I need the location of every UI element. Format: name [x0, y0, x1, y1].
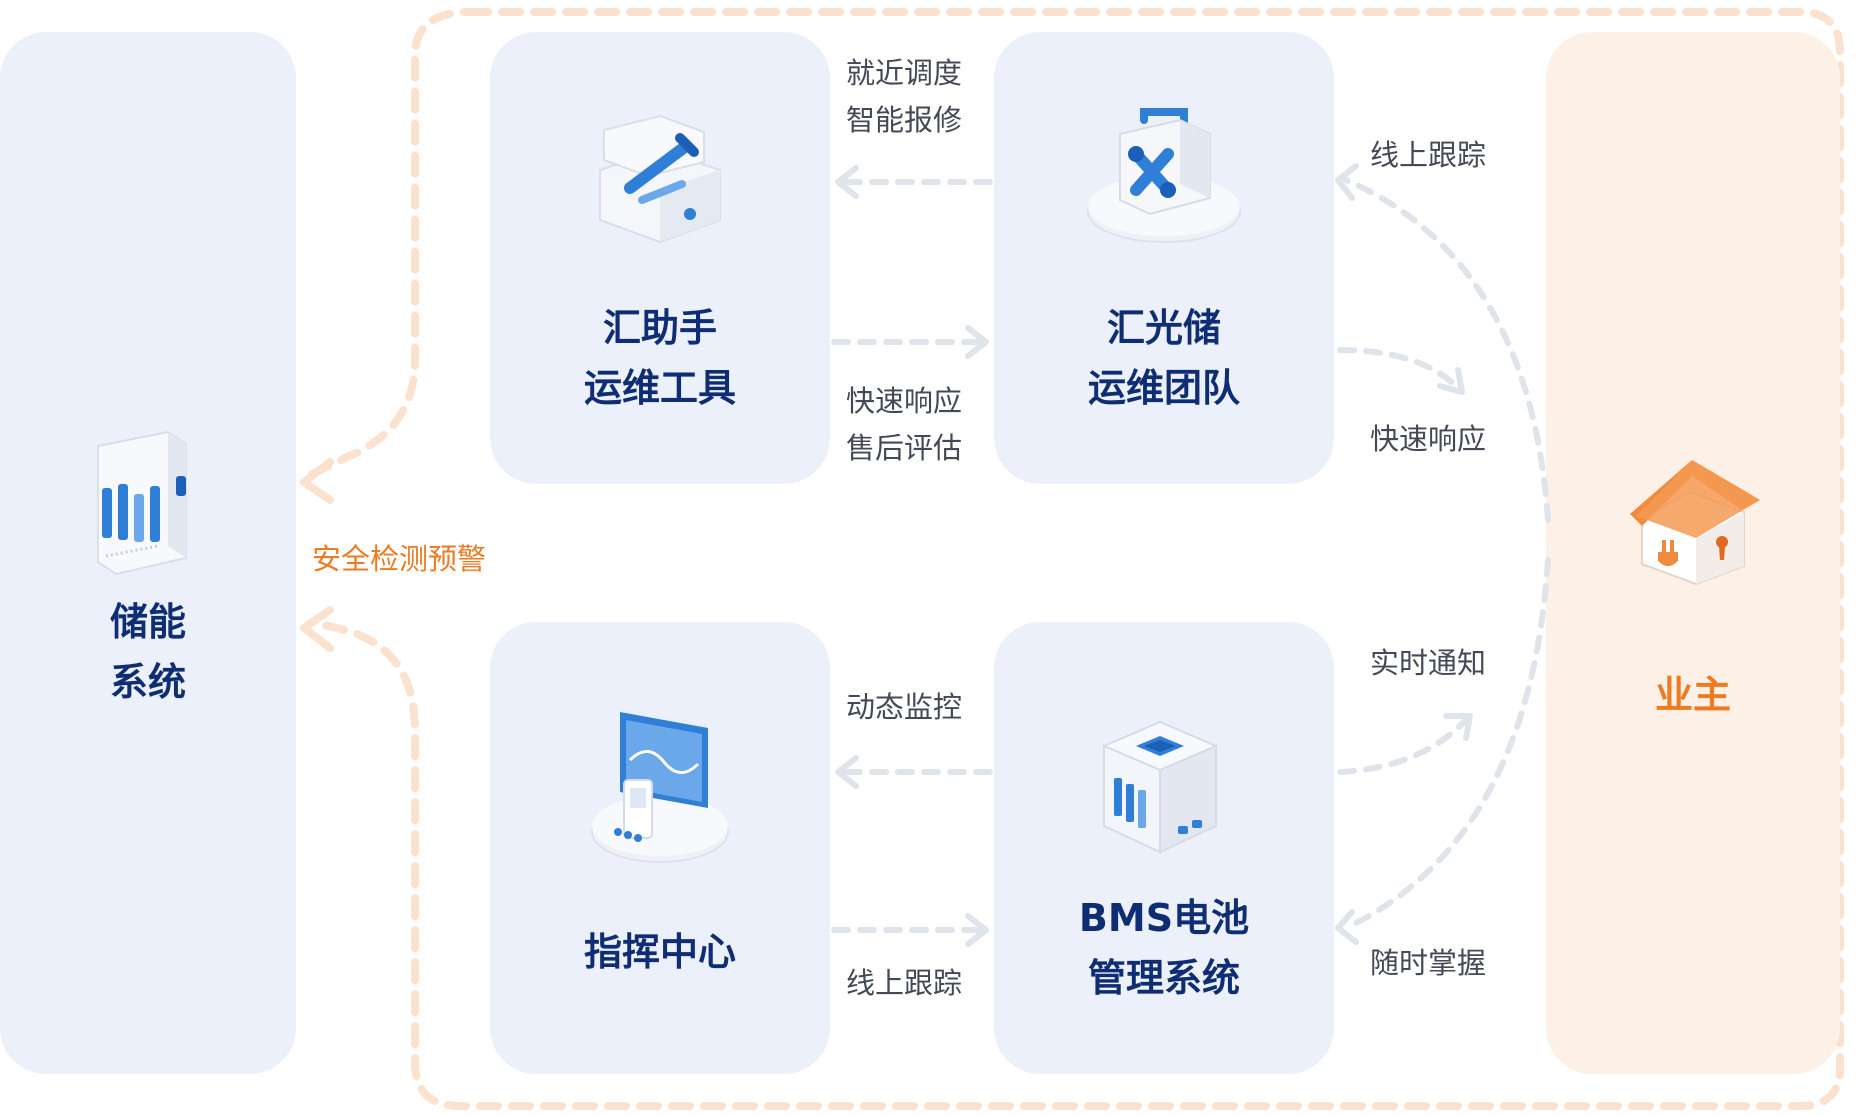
- label-assistant-to-team-line2: 售后评估: [846, 431, 963, 465]
- arrowhead-owner-to-team: [1335, 163, 1359, 201]
- arrow-bms-to-owner: [1337, 717, 1469, 775]
- label-bms-to-owner: 实时通知: [1370, 640, 1486, 687]
- assistant-title-line2: 运维工具: [583, 366, 736, 410]
- arrow-team-to-owner: [1337, 347, 1461, 391]
- team-title: 汇光储 运维团队: [994, 298, 1334, 418]
- label-team-to-assistant-line2: 智能报修: [846, 103, 963, 137]
- label-assistant-to-team-line1: 快速响应: [846, 384, 963, 418]
- arrowhead-bms-to-command: [835, 755, 859, 789]
- storage-title-line1: 储能: [109, 600, 186, 644]
- node-assistant-tool[interactable]: 汇助手 运维工具: [490, 32, 830, 484]
- toolbox-icon: [599, 114, 721, 244]
- bms-title-line1: BMS电池: [1078, 896, 1250, 940]
- node-owner[interactable]: 业主: [1546, 32, 1840, 1074]
- arrowhead-owner-to-bms: [1335, 909, 1359, 945]
- team-title-line2: 运维团队: [1087, 366, 1240, 410]
- label-bms-to-command-line1: 动态监控: [846, 690, 963, 724]
- label-command-to-bms-line1: 线上跟踪: [846, 966, 963, 1000]
- owner-title: 业主: [1654, 673, 1731, 717]
- storage-title: 储能 系统: [0, 592, 296, 712]
- battery-cabinet-icon: [97, 430, 187, 576]
- assistant-title: 汇助手 运维工具: [490, 298, 830, 418]
- arrow-owner-to-bms: [1343, 557, 1551, 931]
- label-team-to-assistant: 就近调度 智能报修: [846, 50, 962, 144]
- arrowhead-command-to-bms: [965, 913, 989, 947]
- house-icon: [1630, 460, 1760, 586]
- label-bms-to-command: 动态监控: [846, 684, 962, 731]
- arrowhead-team-to-owner: [1437, 367, 1465, 395]
- node-command-center[interactable]: 指挥中心: [490, 622, 830, 1074]
- bms-chip-cube-icon: [1101, 720, 1219, 854]
- label-owner-to-bms-line1: 随时掌握: [1370, 946, 1487, 980]
- label-bms-to-owner-line1: 实时通知: [1370, 646, 1487, 680]
- team-title-line1: 汇光储: [1106, 306, 1221, 350]
- arrowhead-assistant-to-team: [965, 325, 989, 359]
- label-team-to-owner-line1: 快速响应: [1370, 422, 1487, 456]
- node-bms-system[interactable]: BMS电池 管理系统: [994, 622, 1334, 1074]
- label-owner-to-team: 线上跟踪: [1370, 132, 1486, 179]
- assistant-title-line1: 汇助手: [602, 306, 717, 350]
- repair-kit-icon: [1087, 108, 1241, 243]
- bms-title-line2: 管理系统: [1087, 956, 1240, 1000]
- label-safety-warning: 安全检测预警: [312, 542, 487, 576]
- arrowhead-team-to-assistant: [835, 165, 859, 199]
- bms-title: BMS电池 管理系统: [994, 888, 1334, 1008]
- loop-arrowhead-bottom: [300, 606, 334, 652]
- arrow-owner-to-team: [1343, 177, 1551, 523]
- outer-loop-path: [308, 8, 1844, 1110]
- label-team-to-owner: 快速响应: [1370, 416, 1486, 463]
- loop-arrowhead-top: [300, 458, 334, 504]
- label-team-to-assistant-line1: 就近调度: [846, 56, 963, 90]
- arrowhead-bms-to-owner: [1443, 713, 1473, 741]
- label-owner-to-bms: 随时掌握: [1370, 940, 1486, 987]
- node-ops-team[interactable]: 汇光储 运维团队: [994, 32, 1334, 484]
- label-owner-to-team-line1: 线上跟踪: [1370, 138, 1487, 172]
- command-title: 指挥中心: [490, 922, 830, 982]
- storage-title-line2: 系统: [109, 660, 186, 704]
- node-storage-system[interactable]: 储能 系统: [0, 32, 296, 1074]
- monitor-screen-icon: [591, 712, 729, 863]
- label-assistant-to-team: 快速响应 售后评估: [846, 378, 962, 472]
- command-title-line1: 指挥中心: [583, 930, 736, 974]
- label-command-to-bms: 线上跟踪: [846, 960, 962, 1007]
